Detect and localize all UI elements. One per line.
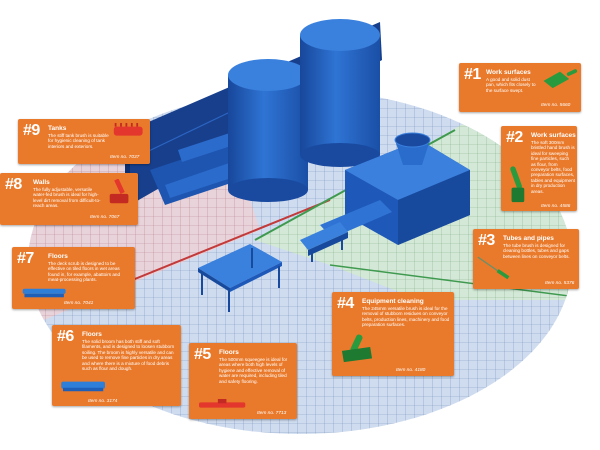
tank-brush-icon <box>113 123 143 136</box>
callout-number: #9 <box>23 122 40 139</box>
callout-title: Tubes and pipes <box>503 235 554 242</box>
callout-description: The 500mm squeegee is ideal for areas wh… <box>219 357 288 384</box>
work-table <box>198 244 282 312</box>
item-number: Item no. 3174 <box>88 399 118 404</box>
callout-number: #4 <box>337 295 354 312</box>
callout-description: The 245mm versatile brush is ideal for t… <box>362 306 450 328</box>
callout-title: Floors <box>48 253 68 260</box>
versatile-brush-icon <box>341 334 373 363</box>
item-number: Item no. 5376 <box>545 281 575 286</box>
callout-description: The fully adjustable, versatile water-fe… <box>33 187 101 209</box>
callout-number: #8 <box>5 176 22 193</box>
callout-4-equipment-cleaning: #4 Equipment cleaning The 245mm versatil… <box>332 292 454 376</box>
water-fed-brush-icon <box>109 179 129 204</box>
hand-brush-icon <box>510 166 525 203</box>
callout-title: Walls <box>33 179 50 186</box>
deck-scrub-icon <box>22 288 66 298</box>
callout-description: A good and solid dust pan, which fits cl… <box>486 77 536 93</box>
silo-left <box>228 59 308 202</box>
item-number: Item no. 5660 <box>541 103 571 108</box>
callout-description: The soft 300mm bristled hand brush is id… <box>531 140 575 194</box>
item-number: Item no. 7067 <box>90 215 120 220</box>
callout-title: Equipment cleaning <box>362 298 424 305</box>
broom-icon <box>61 381 105 392</box>
callout-title: Floors <box>82 331 102 338</box>
tube-brush-icon <box>477 256 510 280</box>
callout-9-tanks: #9 Tanks The stiff tank brush is suitabl… <box>18 119 150 164</box>
callout-description: The solid broom has both stiff and soft … <box>82 339 175 372</box>
callout-title: Work surfaces <box>531 132 576 139</box>
callout-1-work-surfaces: #1 Work surfaces A good and solid dust p… <box>459 63 581 112</box>
item-number: Item no. 7041 <box>64 301 94 306</box>
callout-7-floors: #7 Floors The deck scrub is designed to … <box>12 247 135 309</box>
callout-8-walls: #8 Walls The fully adjustable, versatile… <box>0 173 138 225</box>
callout-number: #7 <box>17 250 34 267</box>
callout-description: The tube brush is designed for cleaning … <box>503 243 570 259</box>
callout-title: Work surfaces <box>486 69 531 76</box>
hopper-machine <box>300 132 470 262</box>
dust-pan-icon <box>543 69 578 89</box>
callout-number: #2 <box>506 129 523 146</box>
callout-title: Floors <box>219 349 239 356</box>
callout-6-floors: #6 Floors The solid broom has both stiff… <box>52 325 181 406</box>
squeegee-icon <box>199 399 246 408</box>
callout-number: #6 <box>57 328 74 345</box>
item-number: Item no. 4586 <box>541 204 571 209</box>
silo-right <box>300 19 380 167</box>
callout-number: #5 <box>194 346 211 363</box>
callout-number: #3 <box>478 232 495 249</box>
callout-description: The deck scrub is designed to be effecti… <box>48 261 121 283</box>
callout-title: Tanks <box>48 125 67 132</box>
callout-description: The stiff tank brush is suitable for hyg… <box>48 133 109 149</box>
callout-5-floors: #5 Floors The 500mm squeegee is ideal fo… <box>189 343 297 419</box>
callout-number: #1 <box>464 66 481 83</box>
item-number: Item no. 7713 <box>257 411 287 416</box>
callout-2-work-surfaces: #2 Work surfaces The soft 300mm bristled… <box>501 126 577 211</box>
item-number: Item no. 7037 <box>110 155 140 160</box>
callout-3-tubes-and-pipes: #3 Tubes and pipes The tube brush is des… <box>473 229 579 289</box>
item-number: Item no. 4180 <box>396 368 426 373</box>
